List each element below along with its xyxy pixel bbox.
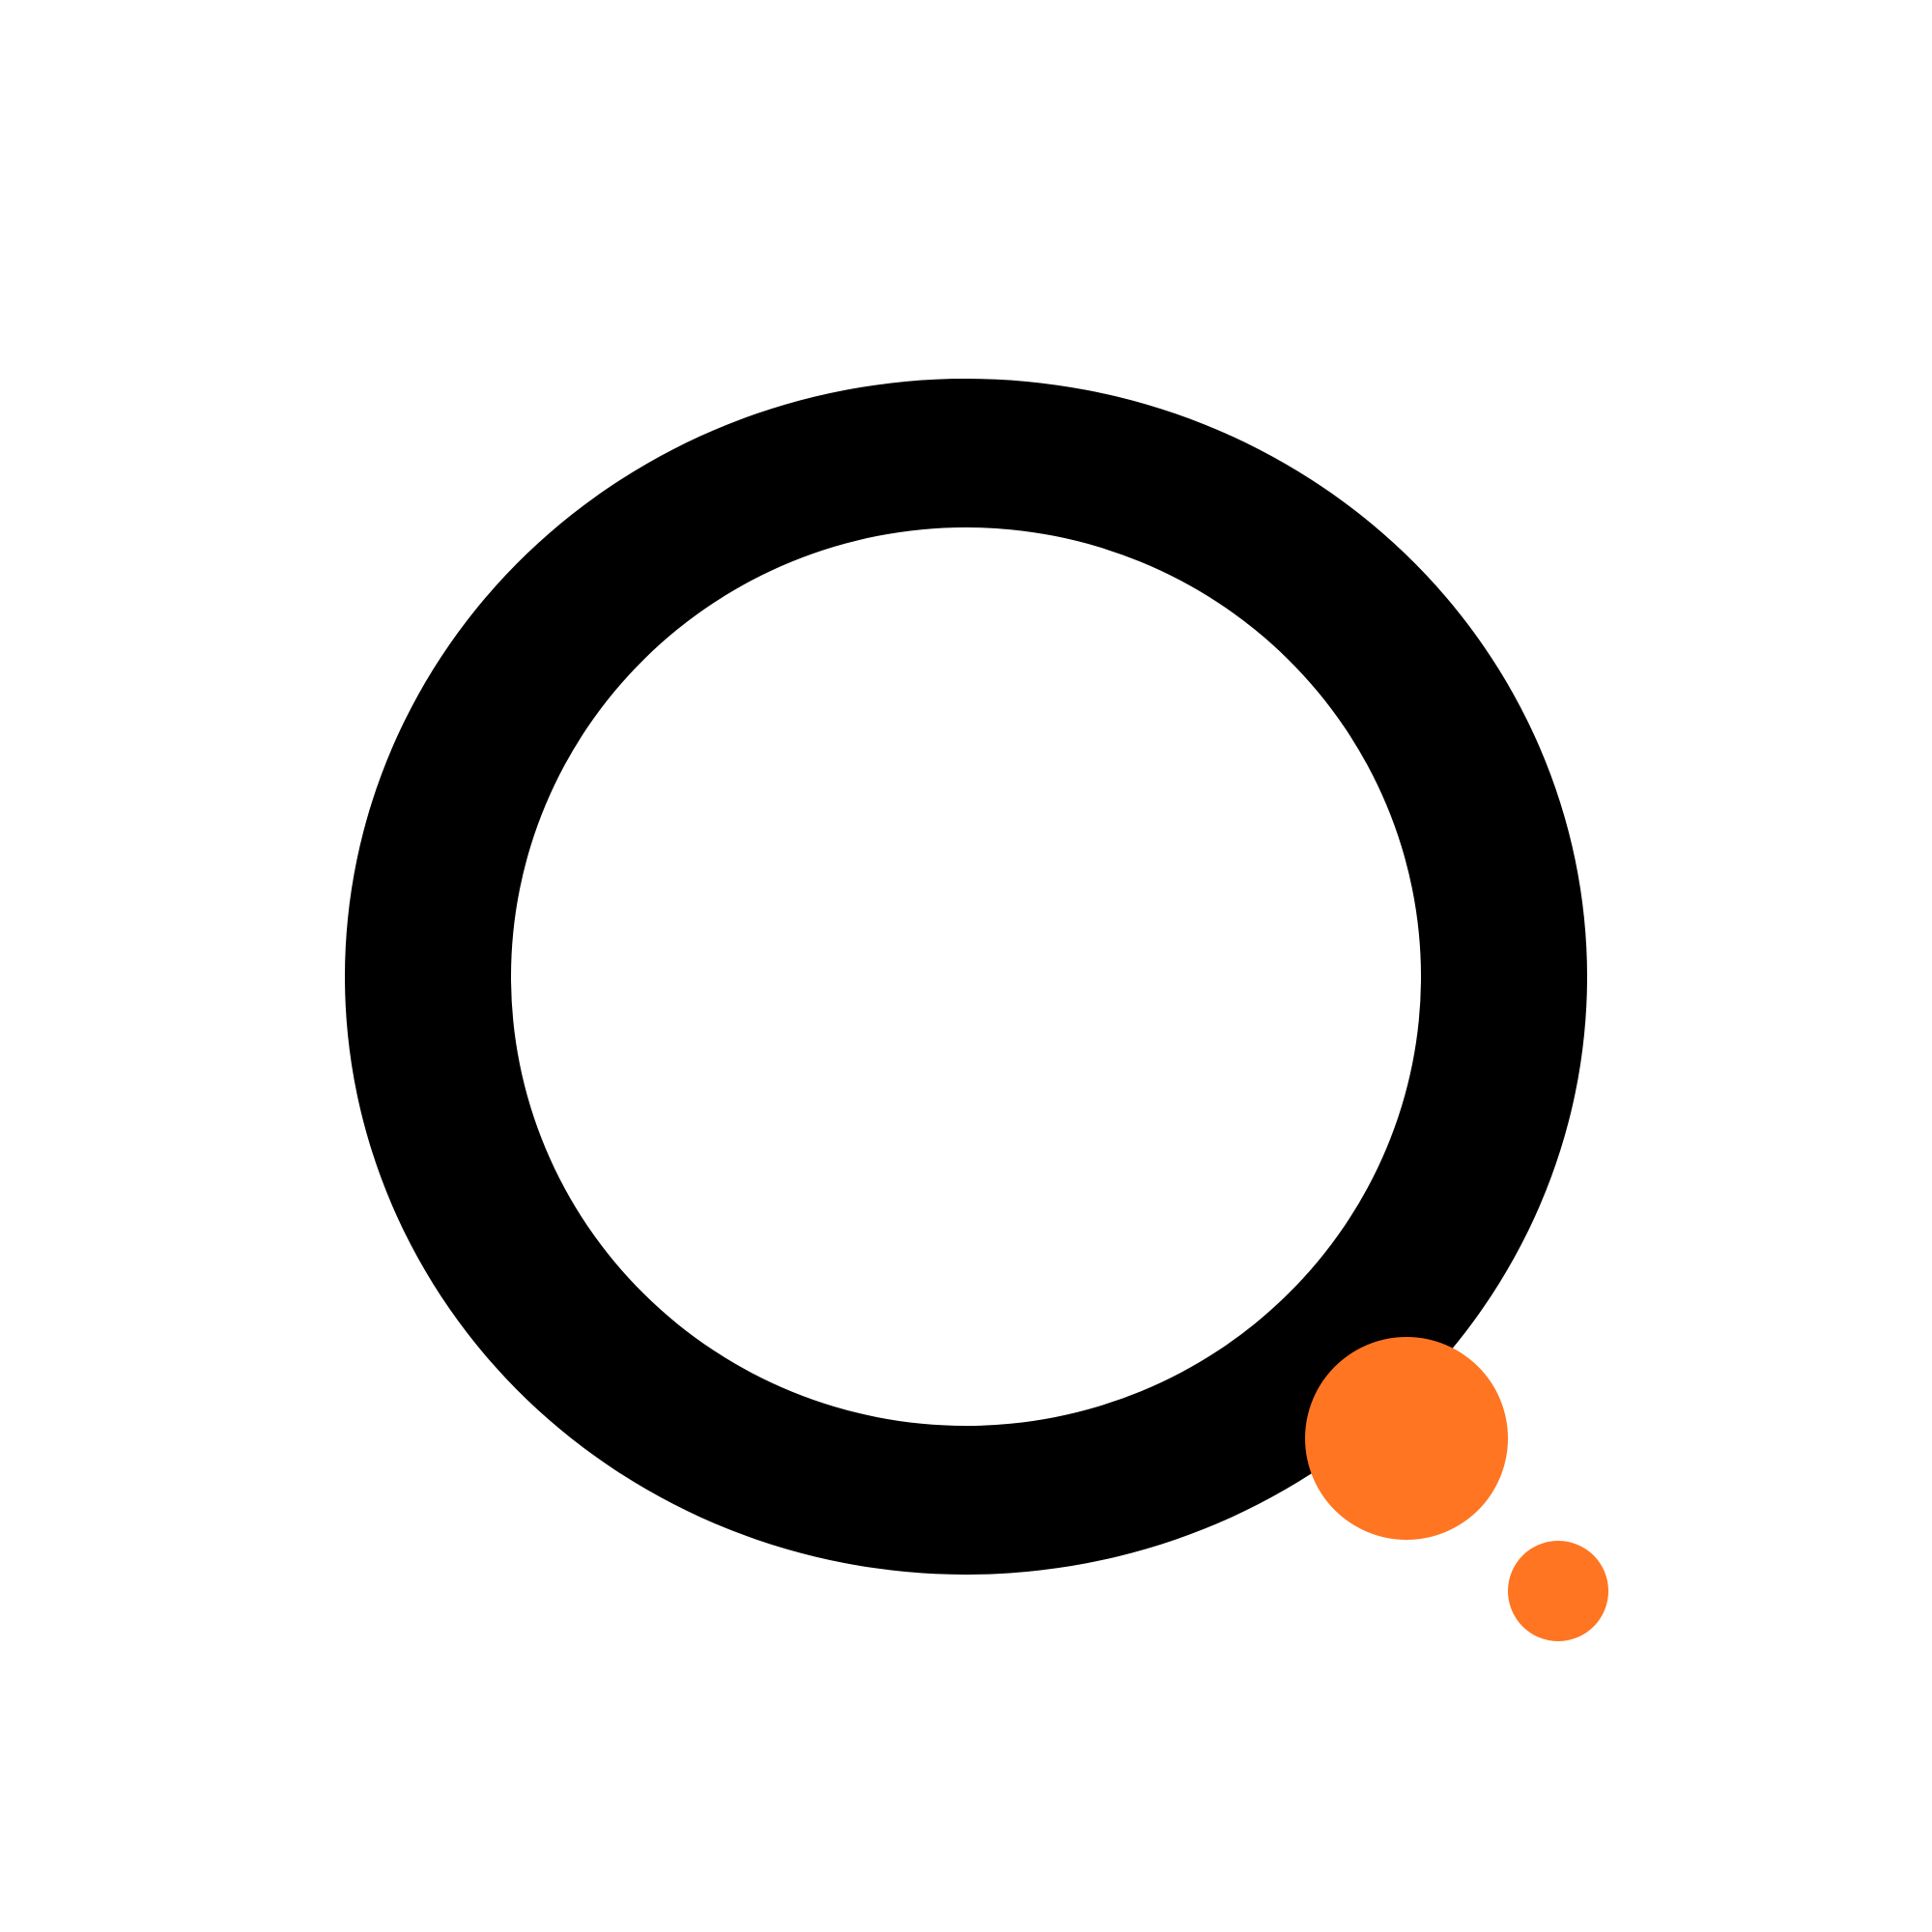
small-accent-dot <box>1508 1541 1608 1641</box>
large-accent-dot <box>1305 1337 1508 1540</box>
